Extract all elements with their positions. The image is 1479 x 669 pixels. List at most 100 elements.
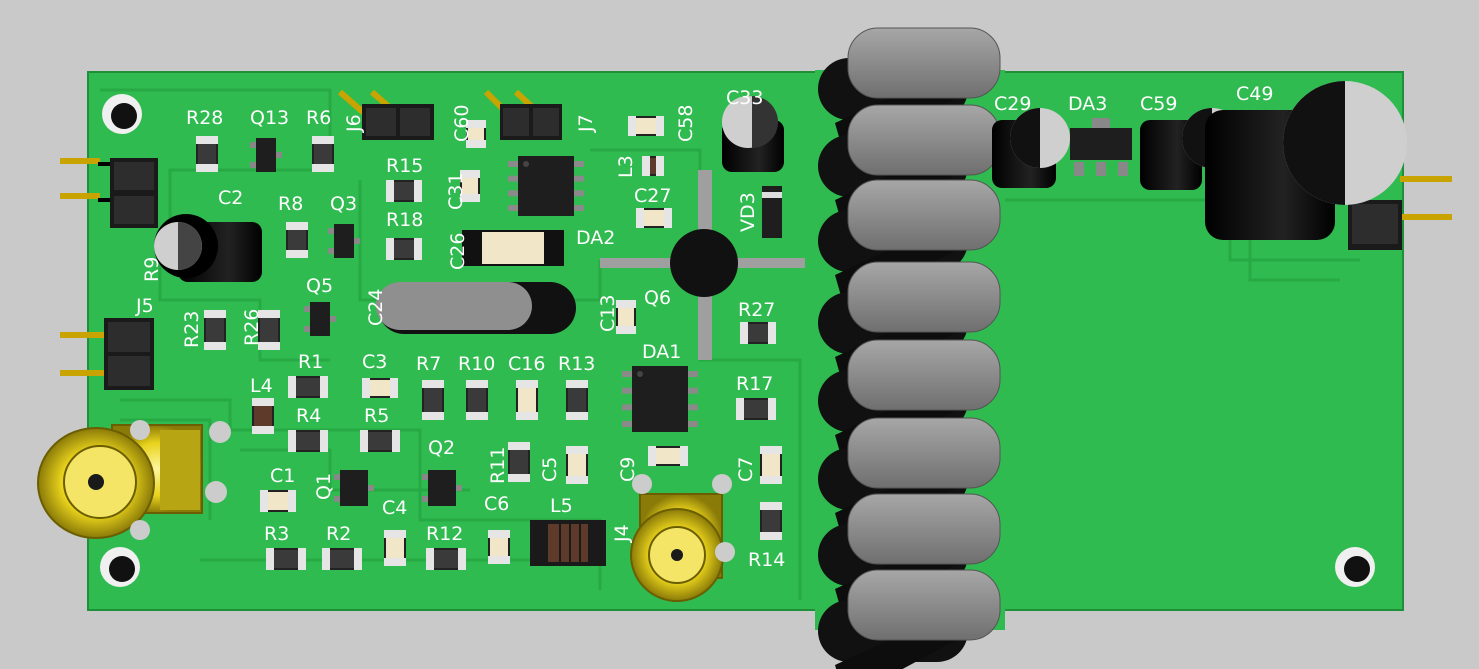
mounting-hole-bl [100,547,140,587]
cap-c2 [154,214,262,282]
label-q1: Q1 [313,473,335,500]
label-r9: R9 [141,257,163,282]
label-c31: C31 [445,173,467,210]
heatsink-fin [818,569,1001,669]
label-r27: R27 [738,299,775,321]
label-r28: R28 [186,107,223,129]
smd-part [260,490,296,512]
mounting-hole-tl [102,94,142,134]
label-c16: C16 [508,353,545,375]
label-r2: R2 [326,523,351,545]
label-c27: C27 [634,185,671,207]
smd-part [516,380,538,420]
label-r10: R10 [458,353,495,375]
label-c26: C26 [447,233,469,270]
label-r6: R6 [306,107,331,129]
smd-part [762,186,782,238]
smd-part [636,208,672,228]
pin-header-right [1348,176,1452,250]
label-r8: R8 [278,193,303,215]
label-q3: Q3 [330,193,357,215]
transistor-q6 [600,170,805,360]
label-c24: C24 [365,289,387,326]
label-c6: C6 [484,493,509,515]
label-c1: C1 [270,465,295,487]
label-r5: R5 [364,405,389,427]
cap-c49 [1205,81,1407,240]
smd-part [250,138,282,172]
smd-part [616,300,636,334]
ic-da1 [622,366,698,432]
label-c49: C49 [1236,83,1273,105]
label-c13: C13 [597,295,619,332]
ic-da2 [508,156,584,216]
smd-part [466,120,486,148]
label-r1: R1 [298,351,323,373]
smd-part [288,376,328,398]
smd-part [252,398,274,434]
smd-part [328,224,360,258]
label-r12: R12 [426,523,463,545]
label-c4: C4 [382,497,407,519]
smd-part [760,446,782,484]
smd-part [466,380,488,420]
label-q6: Q6 [644,287,671,309]
label-c59: C59 [1140,93,1177,115]
smd-part [426,548,466,570]
label-q13: Q13 [250,107,289,129]
label-da1: DA1 [642,341,681,363]
label-r14: R14 [748,549,785,571]
label-c29: C29 [994,93,1031,115]
label-c3: C3 [362,351,387,373]
smd-part [740,322,776,344]
smd-part [196,136,218,172]
smd-part [204,310,226,350]
label-q2: Q2 [428,437,455,459]
label-r7: R7 [416,353,441,375]
label-c9: C9 [617,457,639,482]
label-c7: C7 [735,457,757,482]
smd-part [266,548,306,570]
label-j6: J6 [343,114,365,133]
label-r23: R23 [181,311,203,348]
smd-part [648,446,688,466]
label-r3: R3 [264,523,289,545]
smd-part [642,156,664,176]
label-r11: R11 [487,447,509,484]
smd-part [736,398,776,420]
label-l5: L5 [550,495,573,517]
label-r18: R18 [386,209,423,231]
smd-part [760,502,782,540]
smd-part [322,548,362,570]
label-c33: C33 [726,87,763,109]
smd-part [422,470,462,506]
smd-part [488,530,510,564]
inductor-l5 [530,520,606,566]
label-c58: C58 [675,105,697,142]
pin-header-top-left [60,158,158,228]
pin-header-j7 [483,89,562,140]
smd-part [286,222,308,258]
label-r13: R13 [558,353,595,375]
sma-connector-j4 [630,474,735,602]
smd-part [628,116,664,136]
silkscreen-labels: R28 Q13 R6 J6 C60 J7 C58 C59 DA3 C49 C29… [135,83,1273,571]
label-j5: J5 [135,295,154,317]
smd-part [312,136,334,172]
label-j7: J7 [575,114,597,133]
label-r15: R15 [386,155,423,177]
smd-part [566,446,588,484]
pin-header-j5 [60,318,154,390]
smd-part [304,302,336,336]
label-c60: C60 [451,105,473,142]
label-c2: C2 [218,187,243,209]
label-l4: L4 [250,375,273,397]
mounting-hole-br [1335,547,1375,587]
smd-part [258,310,280,350]
crystal-c24 [376,282,576,334]
label-r26: R26 [241,309,263,346]
smd-part [386,238,422,260]
pin-header-j6 [338,89,434,140]
label-c5: C5 [539,457,561,482]
